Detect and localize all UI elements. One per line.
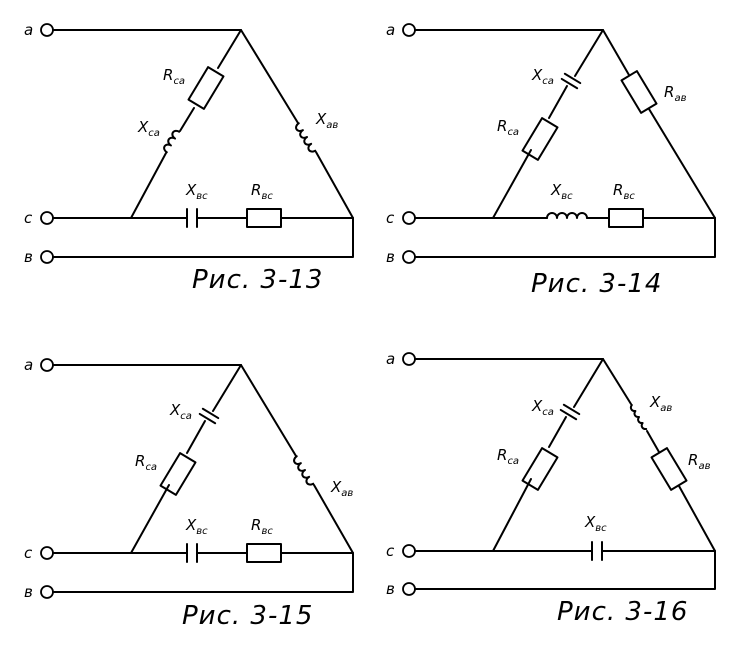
- figure-caption: Рис. 3-13: [192, 265, 323, 295]
- terminal-c-label: c: [386, 209, 395, 227]
- terminal-b: [402, 582, 416, 596]
- wires: [52, 29, 354, 258]
- resistor-r-bc: [246, 543, 282, 563]
- label-r-ca: Rca: [135, 452, 157, 473]
- terminal-b: [40, 250, 54, 264]
- label-x-ca: Xca: [531, 66, 554, 87]
- figure-caption: Рис. 3-14: [531, 269, 662, 299]
- terminal-c: [40, 546, 54, 560]
- terminal-b-label: в: [24, 248, 33, 266]
- inductor-x-ab: [629, 403, 648, 431]
- terminal-b-label: в: [386, 248, 395, 266]
- resistor-r-ca: [521, 117, 559, 161]
- terminal-a: [40, 358, 54, 372]
- label-r-ab: Raв: [688, 451, 711, 472]
- inductor-x-ca: [163, 129, 181, 154]
- label-r-bc: Rвc: [251, 516, 273, 537]
- label-r-ca: Rca: [497, 446, 519, 467]
- label-r-ab: Raв: [664, 83, 687, 104]
- label-r-ca: Rca: [163, 66, 185, 87]
- capacitor-x-ca: [560, 72, 582, 90]
- terminal-b-label: в: [24, 583, 33, 601]
- figure-3-13: a c в: [24, 21, 354, 295]
- terminal-b: [402, 250, 416, 264]
- terminal-c: [402, 211, 416, 225]
- label-x-ca: Xca: [169, 401, 192, 422]
- figure-caption: Рис. 3-15: [182, 601, 313, 631]
- label-x-ab: Xaв: [315, 110, 338, 131]
- figure-caption: Рис. 3-16: [557, 597, 688, 627]
- capacitor-x-bc: [591, 541, 603, 561]
- terminal-c-label: c: [386, 542, 395, 560]
- wires: [414, 29, 716, 258]
- terminal-a-label: a: [386, 350, 395, 368]
- inductor-x-bc: [546, 212, 588, 219]
- terminal-a: [402, 23, 416, 37]
- capacitor-x-ca: [198, 407, 220, 425]
- terminal-b: [40, 585, 54, 599]
- resistor-r-bc: [246, 208, 282, 228]
- resistor-r-ca: [187, 66, 225, 110]
- label-x-bc: Xвc: [185, 181, 208, 202]
- label-x-bc: Xвc: [185, 516, 208, 537]
- figure-3-15: a c в: [24, 356, 354, 631]
- label-x-ca: Xca: [531, 397, 554, 418]
- label-x-ab: Xaв: [330, 478, 353, 499]
- figure-3-16: a c в: [386, 350, 716, 627]
- terminal-a-label: a: [24, 356, 33, 374]
- resistor-r-ab: [650, 447, 688, 491]
- resistor-r-ca: [521, 447, 559, 491]
- figure-3-14: a c в: [386, 21, 716, 299]
- label-x-bc: Xвc: [584, 513, 607, 534]
- wires: [414, 358, 716, 590]
- capacitor-x-ca: [559, 403, 581, 421]
- terminal-a-label: a: [24, 21, 33, 39]
- resistor-r-ab: [620, 70, 658, 114]
- label-r-bc: Rвc: [613, 181, 635, 202]
- inductor-x-ab: [295, 122, 317, 153]
- label-r-ca: Rca: [497, 117, 519, 138]
- wires: [52, 364, 354, 593]
- terminal-c-label: c: [24, 544, 33, 562]
- terminal-a-label: a: [386, 21, 395, 39]
- capacitor-x-bc: [186, 208, 198, 228]
- terminal-c-label: c: [24, 209, 33, 227]
- terminal-c: [40, 211, 54, 225]
- terminal-c: [402, 544, 416, 558]
- label-x-ca: Xca: [137, 118, 160, 139]
- capacitor-x-bc: [186, 543, 198, 563]
- terminal-a: [40, 23, 54, 37]
- label-x-ab: Xaв: [649, 393, 672, 414]
- terminal-b-label: в: [386, 580, 395, 598]
- terminal-a: [402, 352, 416, 366]
- label-x-bc: Xвc: [550, 181, 573, 202]
- label-r-bc: Rвc: [251, 181, 273, 202]
- inductor-x-ab: [293, 455, 315, 486]
- resistor-r-bc: [608, 208, 644, 228]
- resistor-r-ca: [159, 452, 197, 496]
